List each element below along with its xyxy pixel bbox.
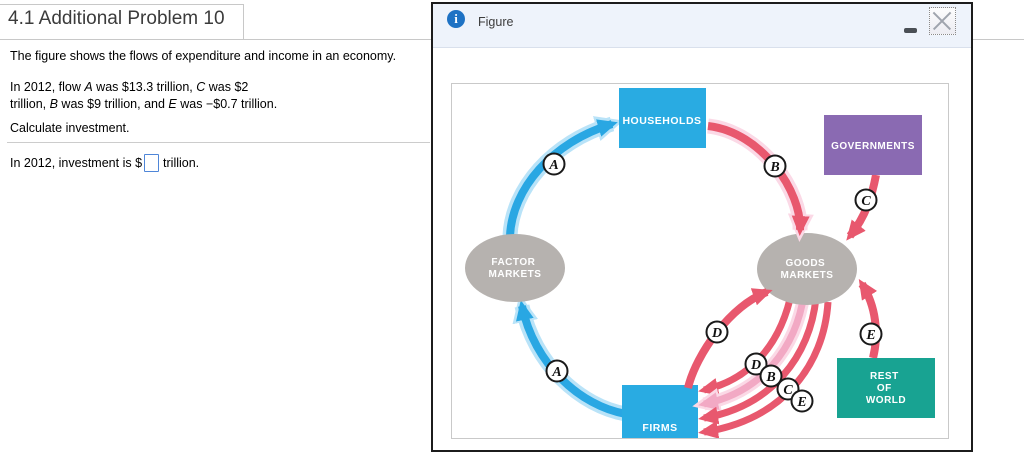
goods-markets-node (757, 233, 857, 305)
rest-of-world-label: REST OF WORLD (866, 371, 906, 406)
problem-task: Calculate investment. (10, 121, 130, 135)
factor-markets-node (465, 234, 565, 302)
flow-label-a-lower: A (545, 359, 569, 383)
minimize-button[interactable] (904, 28, 917, 33)
flow-label-d-up: D (705, 320, 729, 344)
svg-text:D: D (711, 326, 722, 341)
households-node (619, 88, 706, 148)
svg-text:A: A (548, 158, 558, 173)
svg-text:C: C (783, 383, 793, 398)
firms-node (622, 385, 698, 441)
figure-modal: i Figure (431, 2, 973, 452)
title-cell-right-border (243, 4, 244, 39)
modal-header: i Figure (433, 4, 971, 48)
flow-label-e-row: E (859, 322, 883, 346)
answer-divider (7, 142, 430, 143)
flow-label-bundle-e: E (790, 389, 814, 413)
rest-of-world-node (837, 358, 935, 418)
answer-prefix: In 2012, investment is $ (10, 156, 143, 170)
flow-e-arrow (858, 278, 880, 359)
circular-flow-figure: HOUSEHOLDS GOVERNMENTS FACTOR MARKETS GO… (451, 83, 949, 441)
title-cell-top-border (0, 4, 244, 5)
circular-flow-diagram: HOUSEHOLDS GOVERNMENTS FACTOR MARKETS GO… (465, 88, 935, 441)
page-title: 4.1 Additional Problem 10 (8, 8, 225, 29)
factor-markets-label: FACTOR MARKETS (489, 257, 542, 280)
governments-label: GOVERNMENTS (831, 141, 915, 152)
flow-label-c: C (854, 188, 878, 212)
svg-text:B: B (769, 160, 779, 175)
svg-text:C: C (861, 194, 871, 209)
answer-row: In 2012, investment is $ trillion. (10, 154, 199, 172)
flow-label-b: B (763, 154, 787, 178)
flow-label-bundle-d: D (744, 352, 768, 376)
answer-suffix: trillion. (163, 156, 200, 170)
governments-node (824, 115, 922, 175)
svg-text:E: E (865, 328, 875, 343)
header-rule-left (0, 39, 431, 40)
svg-text:E: E (796, 395, 806, 410)
modal-title: Figure (478, 15, 514, 29)
bundle-c-arrow (698, 297, 820, 425)
info-icon: i (447, 10, 465, 28)
firms-label: FIRMS (642, 422, 677, 434)
header-rule-right (973, 39, 1024, 40)
problem-intro: The figure shows the flows of expenditur… (10, 49, 397, 63)
flow-label-circles: A A B C D D B C E E (542, 152, 883, 413)
flow-label-a-upper: A (542, 152, 566, 176)
flow-a-upper-arrow (506, 119, 618, 237)
real-flows-blue (502, 116, 628, 422)
close-button[interactable] (929, 7, 956, 35)
flow-label-bundle-b: B (759, 364, 783, 388)
svg-text:A: A (551, 365, 561, 380)
investment-input[interactable] (144, 154, 160, 172)
svg-text:B: B (765, 370, 775, 385)
goods-markets-label: GOODS MARKETS (781, 258, 834, 281)
svg-text:D: D (750, 358, 761, 373)
problem-given: In 2012, flow A was $13.3 trillion, C wa… (10, 80, 278, 111)
households-label: HOUSEHOLDS (622, 115, 701, 127)
flow-b-arrow (707, 122, 810, 236)
